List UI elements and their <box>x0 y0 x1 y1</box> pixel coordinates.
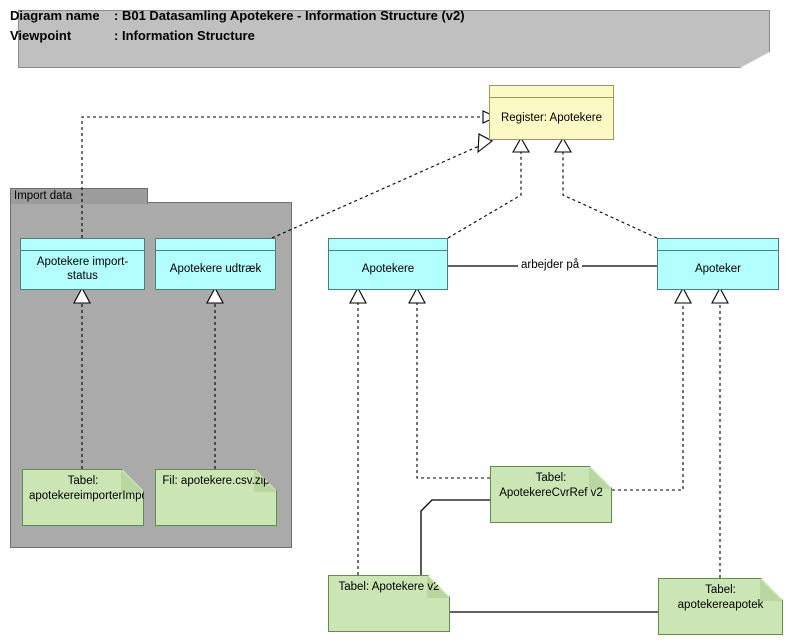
arrowhead-apotekere-to-register <box>512 136 530 153</box>
edge-apotekere-to-register <box>447 152 522 239</box>
node-apoteker-header <box>658 239 778 251</box>
package-import-data-label: Import data <box>14 190 73 202</box>
note-fil-apotekere-csv-zip-label: Fil: apotekere.csv.zip <box>162 475 270 487</box>
node-apotekere-import-status-header <box>21 239 144 251</box>
diagram-name-line: Diagram name: B01 Datasamling Apotekere … <box>10 8 465 23</box>
diagram-name-separator: : <box>114 8 122 23</box>
node-apotekere-import-status-label: Apotekere import-status <box>36 256 129 282</box>
node-apotekere-import-status[interactable]: Apotekere import-status <box>20 238 145 290</box>
note-tabel-apotekereimporter-importstatus[interactable]: Tabel: apotekereimporterImportStatus <box>22 469 144 526</box>
note-fil-apotekere-csv-zip[interactable]: Fil: apotekere.csv.zip <box>155 469 277 526</box>
edge-cvrref-to-apoteker <box>612 303 684 491</box>
node-apotekere-udtraek-header <box>156 239 275 251</box>
node-apotekere-header <box>329 239 447 251</box>
diagram-name-value: B01 Datasamling Apotekere - Information … <box>121 8 465 23</box>
note-tabel-apotekerecvrref-v2[interactable]: Tabel: ApotekereCvrRef v2 <box>490 466 612 523</box>
note-tabel-apotekereimporter-importstatus-label: Tabel: apotekereimporterImportStatus <box>29 475 188 502</box>
edge-cvrref-to-apotekere <box>416 303 490 479</box>
viewpoint-separator: : <box>114 28 122 43</box>
arrowhead-cvrref-to-apotekere <box>408 286 426 304</box>
node-apotekere[interactable]: Apotekere <box>328 238 448 290</box>
note-tabel-apotekerecvrref-v2-label: Tabel: ApotekereCvrRef v2 <box>499 472 603 499</box>
node-apotekere-udtraek-label: Apotekere udtræk <box>169 263 262 275</box>
node-register-apotekere-label: Register: Apotekere <box>500 111 602 124</box>
viewpoint-line: Viewpoint: Information Structure <box>10 28 255 43</box>
node-apoteker[interactable]: Apoteker <box>657 238 779 290</box>
node-register-apotekere[interactable]: Register: Apotekere <box>489 85 614 140</box>
node-apotekere-label: Apotekere <box>361 263 415 275</box>
viewpoint-value: Information Structure <box>121 28 255 43</box>
edge-apoteker-to-register <box>562 152 658 239</box>
edge-label-arbejder-paa: arbejder på <box>518 259 583 271</box>
diagram-title-banner <box>18 10 770 68</box>
note-tabel-apotekereapotek[interactable]: Tabel: apotekereapotek <box>658 578 783 635</box>
node-apotekere-udtraek[interactable]: Apotekere udtræk <box>155 238 276 290</box>
arrowhead-apoteker-to-register <box>554 136 572 153</box>
note-tabel-apotekere-v2[interactable]: Tabel: Apotekere v2 <box>328 575 450 632</box>
viewpoint-label: Viewpoint <box>10 28 72 43</box>
arrowhead-cvrref-to-apoteker <box>674 286 692 304</box>
node-register-apotekere-header <box>490 86 613 98</box>
edge-udtraek-to-register <box>271 145 480 239</box>
diagram-name-label: Diagram name <box>10 8 100 23</box>
note-tabel-apotekere-v2-label: Tabel: Apotekere v2 <box>338 581 440 593</box>
edge-apotekerev2-to-cvrref <box>420 499 490 560</box>
arrowhead-apotekereapotek-to-apoteker <box>711 286 729 304</box>
node-apoteker-label: Apoteker <box>694 263 742 275</box>
arrowhead-apotekerev2-to-apotekere <box>349 286 367 304</box>
note-tabel-apotekereapotek-label: Tabel: apotekereapotek <box>677 584 764 611</box>
